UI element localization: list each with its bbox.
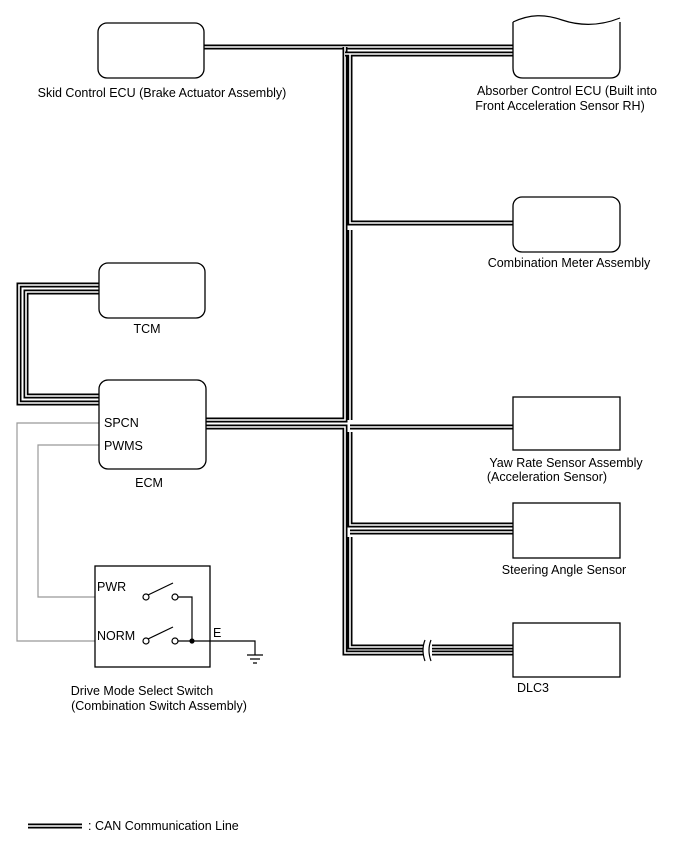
tcm-label: TCM [133, 322, 160, 336]
can-line-trunk-upper [206, 47, 348, 423]
can-line-tcm-ecm-inner [23, 289, 99, 399]
dlc3-label: DLC3 [517, 681, 549, 695]
norm-contact-right [171, 637, 179, 645]
line-break-mark [422, 639, 432, 662]
drive-mode-switch-label-2: (Combination Switch Assembly) [71, 699, 247, 713]
can-line-branch-yaw-inner [349, 426, 513, 526]
switch-internals [142, 582, 263, 664]
absorber-box-cut-line [512, 15, 621, 25]
can-line-trunk-upper-inner [206, 47, 346, 421]
combination-meter-box [512, 196, 621, 253]
legend: : CAN Communication Line [28, 819, 239, 833]
terminal-pwms: PWMS [104, 439, 143, 453]
signal-wires [16, 422, 146, 642]
norm-contact-left [142, 637, 150, 645]
can-line-tcm-ecm-inner-inner [25, 291, 99, 397]
wire-pwms [37, 444, 146, 598]
can-line-branch-top [345, 51, 513, 226]
can-bus-lines [16, 44, 513, 656]
can-line-branch-steering [347, 529, 513, 650]
component-labels: Skid Control ECU (Brake Actuator Assembl… [38, 84, 657, 713]
yaw-rate-sensor-label-2: (Acceleration Sensor) [487, 470, 607, 484]
pwr-contact-left [142, 593, 150, 601]
drive-mode-select-switch-box [94, 565, 211, 668]
can-line-trunk-lower [206, 424, 513, 656]
ground-wire [210, 640, 256, 655]
ecm-label: ECM [135, 476, 163, 490]
ground-icon [247, 654, 263, 664]
yaw-rate-sensor-label-1: Yaw Rate Sensor Assembly [489, 456, 643, 470]
absorber-control-ecu-label-2: Front Acceleration Sensor RH) [475, 99, 645, 113]
pwr-to-common [178, 596, 193, 641]
wire-spcn [16, 422, 146, 642]
can-line-branch-top-inner [345, 53, 513, 224]
skid-control-ecu-label: Skid Control ECU (Brake Actuator Assembl… [38, 86, 287, 100]
terminal-norm: NORM [97, 629, 135, 643]
terminal-pwr: PWR [97, 580, 126, 594]
combination-meter-label: Combination Meter Assembly [488, 256, 651, 270]
drive-mode-switch-label-1: Drive Mode Select Switch [71, 684, 213, 698]
terminal-spcn: SPCN [104, 416, 139, 430]
can-line-branch-steering-inner [349, 531, 513, 648]
can-line-tcm-ecm [16, 282, 99, 406]
steering-angle-sensor-box [512, 502, 621, 559]
can-line-tcm-ecm-inner [18, 284, 99, 404]
steering-angle-sensor-label: Steering Angle Sensor [502, 563, 626, 577]
absorber-control-ecu-label-1: Absorber Control ECU (Built into [477, 84, 657, 98]
ecm-box [98, 379, 207, 470]
legend-label: : CAN Communication Line [88, 819, 239, 833]
common-junction-dot [189, 638, 195, 644]
yaw-rate-sensor-box [512, 396, 621, 451]
norm-switch-lever [147, 626, 174, 640]
tcm-box [98, 262, 206, 319]
skid-control-ecu-box [97, 22, 205, 79]
pwr-switch-lever [147, 582, 174, 596]
dlc3-box [512, 622, 621, 678]
terminal-e: E [213, 626, 221, 640]
absorber-control-ecu-box [512, 22, 621, 79]
pwr-contact-right [171, 593, 179, 601]
can-line-trunk-lower-inner [206, 426, 513, 654]
